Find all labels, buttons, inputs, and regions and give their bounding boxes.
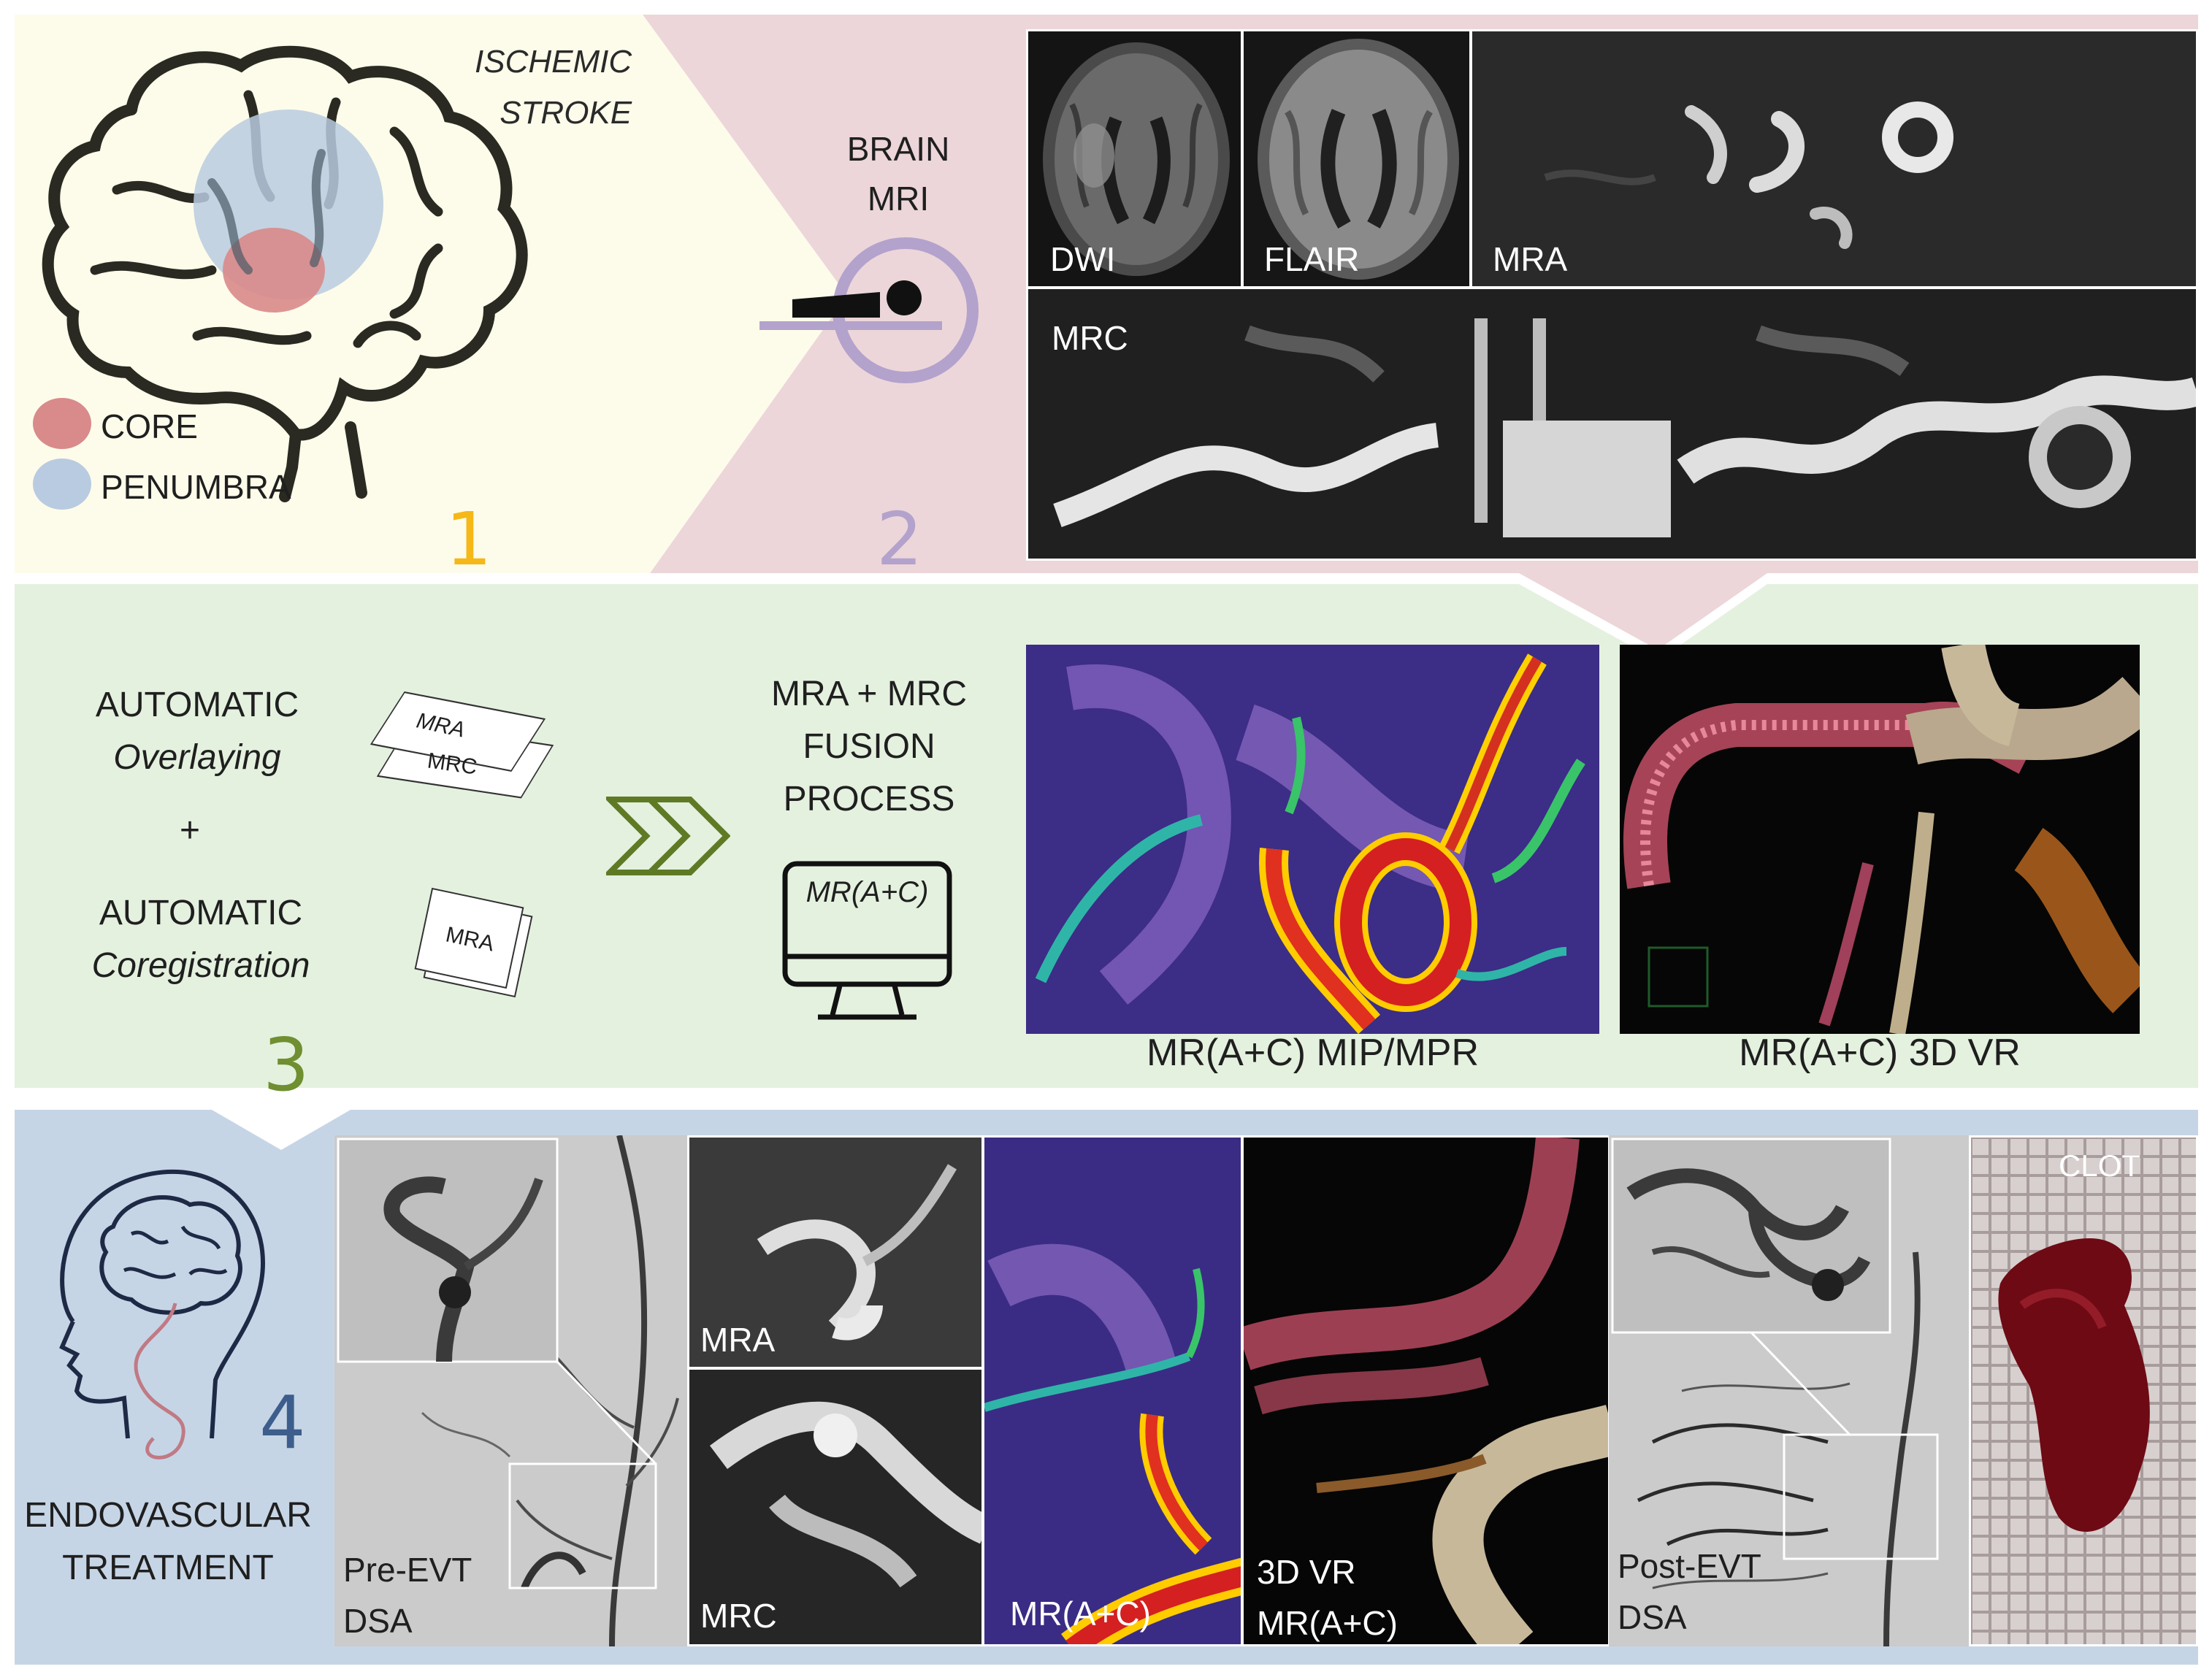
core-swatch <box>33 398 91 449</box>
vr-3d-image <box>1620 645 2140 1034</box>
post-evt-line1: Post-EVT <box>1618 1547 1761 1585</box>
fusion-line2: FUSION <box>803 727 935 766</box>
vr-small-label: 3D VR MR(A+C) <box>1257 1546 1398 1644</box>
endovascular-treatment-label: ENDOVASCULAR TREATMENT <box>15 1489 321 1595</box>
pre-evt-label: Pre-EVT DSA <box>343 1544 472 1646</box>
mra-small-image: MRA <box>687 1135 984 1369</box>
treatment-line2: TREATMENT <box>62 1549 274 1587</box>
penumbra-swatch <box>33 459 91 510</box>
treatment-line1: ENDOVASCULAR <box>24 1496 312 1535</box>
post-evt-label: Post-EVT DSA <box>1618 1541 1761 1643</box>
flair-label: FLAIR <box>1264 240 1360 278</box>
vr-small-line2: MR(A+C) <box>1257 1604 1398 1642</box>
stage1-number: 1 <box>445 496 492 582</box>
mip-mpr-image <box>1026 645 1599 1034</box>
mrc-small-image: MRC <box>687 1368 984 1646</box>
clot-photo: CLOT <box>1969 1135 2198 1646</box>
brain-mri-line1: BRAIN <box>846 130 950 168</box>
plus-sign: + <box>179 811 201 850</box>
mrc-image: MRC <box>1026 287 2198 561</box>
mra-image: MRA <box>1470 29 2198 288</box>
mrac-small-label: MR(A+C) <box>1010 1595 1151 1633</box>
pre-evt-dsa-image: Pre-EVT DSA <box>334 1135 689 1646</box>
overlaying-line2: Overlaying <box>113 738 281 777</box>
brain-mri-line2: MRI <box>867 180 930 218</box>
mri-scanner-icon <box>759 237 979 383</box>
fusion-process-label: MRA + MRC FUSION PROCESS <box>738 668 1000 826</box>
mra-label: MRA <box>1493 240 1568 278</box>
pre-evt-line2: DSA <box>343 1602 413 1640</box>
legend-core-label: CORE <box>101 407 198 445</box>
flair-image: FLAIR <box>1241 29 1472 288</box>
mrc-label: MRC <box>1052 319 1128 357</box>
double-chevron-icon <box>606 797 730 875</box>
legend-penumbra-label: PENUMBRA <box>101 468 291 506</box>
dwi-label: DWI <box>1050 240 1116 278</box>
coregistration-line2: Coregistration <box>91 946 310 985</box>
stage3-number: 3 <box>263 1022 310 1108</box>
coregistration-label: AUTOMATIC Coregistration <box>66 887 336 992</box>
stage2-number: 2 <box>876 496 923 582</box>
overlay-sheets-icon: MRA MRC <box>370 691 554 799</box>
stage1-title-line2: STROKE <box>500 95 632 131</box>
coregistration-line1: AUTOMATIC <box>99 894 303 932</box>
clot-label: CLOT <box>2059 1148 2141 1183</box>
stage1-title-line1: ISCHEMIC <box>475 44 632 80</box>
pre-evt-line1: Pre-EVT <box>343 1551 472 1589</box>
vr-small-image: 3D VR MR(A+C) <box>1241 1135 1610 1646</box>
stage1-title: ISCHEMIC STROKE <box>475 37 632 139</box>
stage4-number: 4 <box>259 1380 306 1465</box>
mra-small-label: MRA <box>700 1321 776 1359</box>
monitor-text: MR(A+C) <box>805 876 929 908</box>
vr-small-line1: 3D VR <box>1257 1553 1356 1591</box>
caption-mip-mpr: MR(A+C) MIP/MPR <box>1147 1032 1479 1074</box>
fusion-line3: PROCESS <box>783 780 955 818</box>
post-evt-line2: DSA <box>1618 1598 1687 1636</box>
head-brain-icon <box>59 1170 266 1460</box>
overlaying-line1: AUTOMATIC <box>95 686 299 724</box>
mrac-small-image: MR(A+C) <box>982 1135 1243 1646</box>
dwi-image: DWI <box>1026 29 1243 288</box>
caption-3d-vr: MR(A+C) 3D VR <box>1739 1032 2021 1074</box>
coregistration-sheets-icon: MRA <box>409 887 540 1000</box>
core-region <box>223 228 325 312</box>
mrc-small-label: MRC <box>700 1597 777 1635</box>
post-evt-dsa-image: Post-EVT DSA <box>1609 1135 1970 1646</box>
overlaying-label: AUTOMATIC Overlaying <box>80 679 314 784</box>
monitor-icon <box>782 861 952 1020</box>
fusion-line1: MRA + MRC <box>770 675 968 713</box>
brain-outline-icon <box>42 45 528 502</box>
brain-mri-label: BRAIN MRI <box>825 124 971 223</box>
